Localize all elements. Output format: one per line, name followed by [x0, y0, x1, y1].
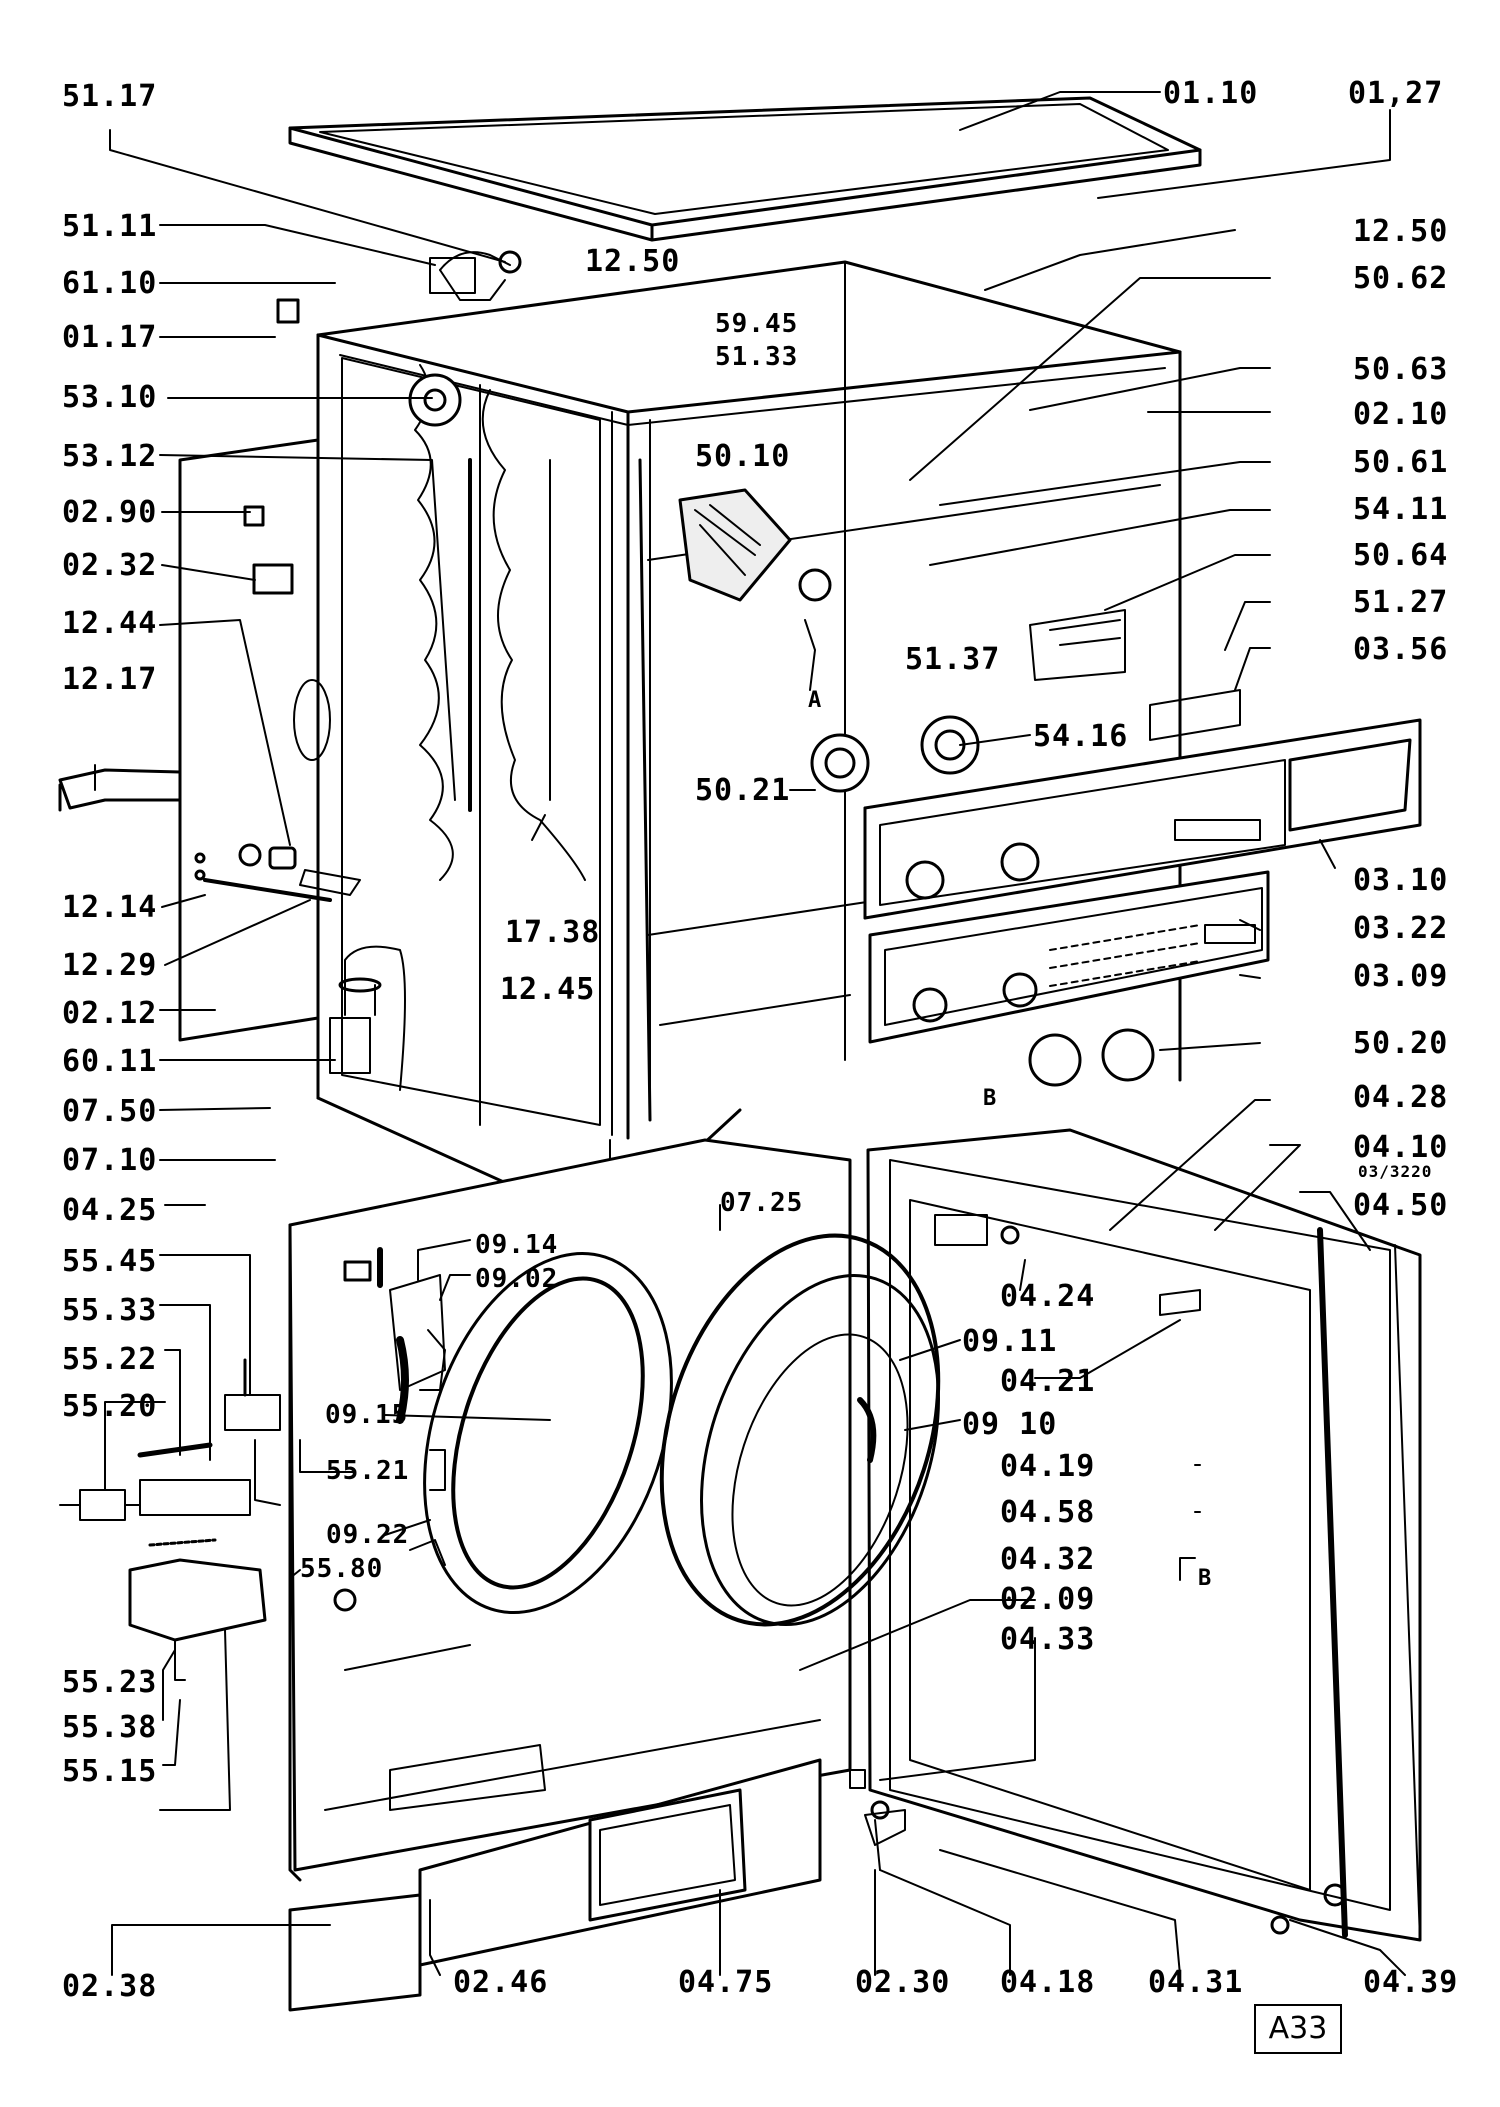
- callout-51-11: 51.11: [62, 209, 158, 244]
- hinge-parts: [849, 1769, 1290, 1935]
- callout-02-90: 02.90: [62, 495, 158, 530]
- callout-55-23: 55.23: [62, 1665, 158, 1700]
- callout-01-27: 01,27: [1348, 76, 1444, 111]
- callout-12-50-top: 12.50: [585, 244, 681, 279]
- callout-03-56: 03.56: [1353, 632, 1449, 667]
- control-panel: [810, 609, 1422, 1087]
- label-a: A: [808, 688, 823, 713]
- callout-17-38: 17.38: [505, 915, 601, 950]
- timer-unit: [408, 373, 832, 691]
- callout-61-10: 61.10: [62, 266, 158, 301]
- callout-54-16: 54.16: [1033, 719, 1129, 754]
- callout-55-33: 55.33: [62, 1293, 158, 1328]
- callout-04-28: 04.28: [1353, 1080, 1449, 1115]
- callout-07-25: 07.25: [720, 1188, 804, 1218]
- callout-01-10: 01.10: [1163, 76, 1259, 111]
- callout-53-12: 53.12: [62, 439, 158, 474]
- callout-55-21: 55.21: [326, 1456, 410, 1486]
- callout-04-39: 04.39: [1363, 1965, 1459, 2000]
- callout-51-33: 51.33: [715, 342, 799, 372]
- callout-55-80: 55.80: [300, 1554, 384, 1584]
- callout-50-62: 50.62: [1353, 261, 1449, 296]
- callout-02-10: 02.10: [1353, 397, 1449, 432]
- kick-plates: [288, 1758, 822, 2012]
- callout-09-14: 09.14: [475, 1230, 559, 1260]
- callout-09-22: 09.22: [326, 1520, 410, 1550]
- callout-02-09: 02.09: [1000, 1582, 1096, 1617]
- left-side-panel: [178, 438, 331, 1042]
- callout-04-33: 04.33: [1000, 1622, 1096, 1657]
- callout-04-21: 04.21: [1000, 1364, 1096, 1399]
- callout-09-10: 09 10: [962, 1407, 1058, 1442]
- label-b-bottom: B: [1198, 1566, 1213, 1591]
- callout-55-20: 55.20: [62, 1389, 158, 1424]
- callout-04-32: 04.32: [1000, 1542, 1096, 1577]
- callout-55-45: 55.45: [62, 1244, 158, 1279]
- callout-12-45: 12.45: [500, 972, 596, 1007]
- callout-04-18: 04.18: [1000, 1965, 1096, 2000]
- callout-09-02: 09.02: [475, 1264, 559, 1294]
- door-panel: [866, 1128, 1422, 1942]
- callout-50-21: 50.21: [695, 773, 791, 808]
- left-small-parts: [58, 250, 522, 1074]
- callout-50-63: 50.63: [1353, 352, 1449, 387]
- callout-04-75: 04.75: [678, 1965, 774, 2000]
- front-panel: [288, 1138, 941, 1882]
- callout-03-09: 03.09: [1353, 959, 1449, 994]
- callout-04-58: 04.58: [1000, 1495, 1096, 1530]
- callout-50-61: 50.61: [1353, 445, 1449, 480]
- callout-04-19: 04.19: [1000, 1449, 1096, 1484]
- callout-04-10-sub: 03/3220: [1358, 1162, 1433, 1181]
- callout-51-17: 51.17: [62, 79, 158, 114]
- figure-id-box: A33: [1254, 2004, 1342, 2054]
- callout-51-27: 51.27: [1353, 585, 1449, 620]
- callout-04-31: 04.31: [1148, 1965, 1244, 2000]
- callout-02-30: 02.30: [855, 1965, 951, 2000]
- top-cover: [288, 96, 1202, 242]
- callout-12-29: 12.29: [62, 948, 158, 983]
- callout-09-15: 09.15: [325, 1400, 409, 1430]
- callout-04-24: 04.24: [1000, 1279, 1096, 1314]
- callout-59-45: 59.45: [715, 309, 799, 339]
- callout-54-11: 54.11: [1353, 492, 1449, 527]
- callout-07-50: 07.50: [62, 1094, 158, 1129]
- callout-03-10: 03.10: [1353, 863, 1449, 898]
- callout-55-38: 55.38: [62, 1710, 158, 1745]
- callout-02-32: 02.32: [62, 548, 158, 583]
- callout-55-22: 55.22: [62, 1342, 158, 1377]
- callout-09-11: 09.11: [962, 1324, 1058, 1359]
- callout-12-14: 12.14: [62, 890, 158, 925]
- callout-04-50: 04.50: [1353, 1188, 1449, 1223]
- callout-07-10: 07.10: [62, 1143, 158, 1178]
- callout-02-12: 02.12: [62, 996, 158, 1031]
- callout-12-50-right: 12.50: [1353, 214, 1449, 249]
- callout-03-22: 03.22: [1353, 911, 1449, 946]
- callout-01-17: 01.17: [62, 320, 158, 355]
- callout-12-44: 12.44: [62, 606, 158, 641]
- callout-60-11: 60.11: [62, 1044, 158, 1079]
- callout-51-37: 51.37: [905, 642, 1001, 677]
- callout-04-10: 04.10: [1353, 1130, 1449, 1165]
- callout-55-15: 55.15: [62, 1754, 158, 1789]
- label-b-top: B: [983, 1086, 998, 1111]
- callout-02-38: 02.38: [62, 1969, 158, 2004]
- callout-02-46: 02.46: [453, 1965, 549, 2000]
- callout-50-20: 50.20: [1353, 1026, 1449, 1061]
- callout-12-17: 12.17: [62, 662, 158, 697]
- callout-53-10: 53.10: [62, 380, 158, 415]
- callout-50-10: 50.10: [695, 439, 791, 474]
- callout-04-25: 04.25: [62, 1193, 158, 1228]
- switch-parts: [59, 1274, 446, 1681]
- leader-lines: [94, 91, 1406, 1976]
- callout-50-64: 50.64: [1353, 538, 1449, 573]
